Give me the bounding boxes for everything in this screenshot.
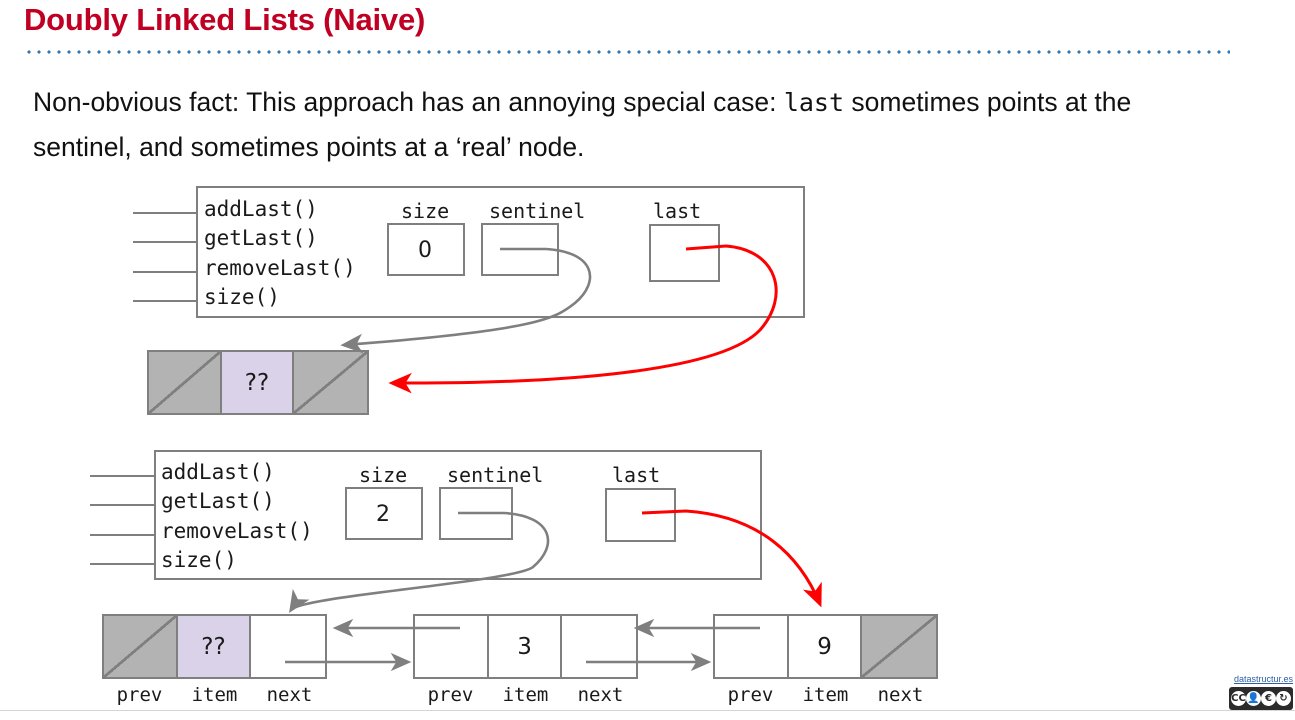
diagram2-node1-caption-prev: prev <box>116 684 163 706</box>
diagram2-node-3: 3 <box>413 614 638 679</box>
diagram2-field-label-sentinel: sentinel <box>447 463 544 487</box>
diagram1-field-label-sentinel: sentinel <box>489 199 586 223</box>
diagram1-stub-4 <box>133 300 198 302</box>
footer-link-datastructures[interactable]: datastructur.es <box>1233 674 1293 684</box>
cc-nc-icon: € <box>1261 691 1276 706</box>
diagram2-node2-cell-item: 3 <box>488 616 563 677</box>
diagram2-node1-cell-item: ?? <box>177 616 252 677</box>
body-text-part1: Non-obvious fact: This approach has an a… <box>33 87 784 117</box>
diagram2-field-label-last: last <box>612 463 661 487</box>
diagram2-node2-cell-prev <box>415 616 489 677</box>
title-divider <box>24 50 1230 54</box>
page-title: Doubly Linked Lists (Naive) <box>24 2 426 37</box>
cc-sa-icon: ↻ <box>1276 691 1291 706</box>
diagram1-field-box-last <box>649 224 720 282</box>
diagram2-method-removelast: removeLast() <box>161 519 313 543</box>
diagram2-node3-cell-item: 9 <box>788 616 863 677</box>
diagram2-node3-caption-item: item <box>802 684 849 706</box>
diagram1-method-getlast: getLast() <box>204 226 318 250</box>
cc-icon: CC <box>1231 691 1246 706</box>
diagram2-node3-caption-next: next <box>877 684 924 706</box>
diagram2-stub-2 <box>90 504 155 506</box>
diagram2-node3-cell-prev <box>715 616 789 677</box>
diagram1-stub-2 <box>133 241 198 243</box>
body-text-part2: sometimes points at the sentinel, and so… <box>33 87 1132 162</box>
diagram1-node-cell-prev <box>149 352 222 413</box>
diagram2-node1-cell-prev <box>104 616 178 677</box>
diagram2-node-sentinel: ?? <box>102 614 327 679</box>
diagram2-node2-cell-next <box>562 616 636 677</box>
diagram1-node-cell-next <box>294 352 367 413</box>
diagram1-stub-3 <box>133 271 198 273</box>
diagram2-field-box-sentinel <box>439 487 513 540</box>
diagram1-field-label-last: last <box>653 199 702 223</box>
diagram2-node1-cell-next <box>251 616 325 677</box>
creative-commons-badge[interactable]: CC 👤 € ↻ <box>1229 687 1293 710</box>
diagram2-stub-4 <box>90 563 155 565</box>
diagram1-stub-1 <box>133 212 198 214</box>
diagram2-node2-caption-prev: prev <box>427 684 474 706</box>
diagram2-method-addlast: addLast() <box>161 460 275 484</box>
diagram2-stub-3 <box>90 534 155 536</box>
diagram1-field-value-size: 0 <box>418 238 432 263</box>
diagram2-field-label-size: size <box>359 463 408 487</box>
diagram1-field-box-sentinel <box>481 223 559 276</box>
bottom-strip <box>0 710 1295 720</box>
diagram2-node1-caption-item: item <box>191 684 238 706</box>
diagram2-node3-cell-next <box>862 616 936 677</box>
diagram2-node1-caption-next: next <box>266 684 313 706</box>
diagram2-method-size: size() <box>161 548 237 572</box>
cc-by-icon: 👤 <box>1246 691 1261 706</box>
body-text-code-last: last <box>783 88 845 117</box>
diagram2-node-9: 9 <box>713 614 938 679</box>
diagram2-field-box-last <box>605 488 676 542</box>
diagram2-method-getlast: getLast() <box>161 489 275 513</box>
diagram2-node2-caption-next: next <box>577 684 624 706</box>
diagram2-stub-1 <box>90 475 155 477</box>
diagram2-field-value-size: 2 <box>376 502 390 527</box>
diagram1-field-label-size: size <box>401 199 450 223</box>
diagram1-method-size: size() <box>204 285 280 309</box>
diagram2-node3-caption-prev: prev <box>727 684 774 706</box>
diagram1-node-cell-item: ?? <box>221 352 295 413</box>
diagram1-method-addlast: addLast() <box>204 197 318 221</box>
diagram2-node2-caption-item: item <box>502 684 549 706</box>
diagram1-method-removelast: removeLast() <box>204 256 356 280</box>
diagram1-sentinel-node: ?? <box>147 350 369 415</box>
body-paragraph: Non-obvious fact: This approach has an a… <box>33 80 1233 170</box>
